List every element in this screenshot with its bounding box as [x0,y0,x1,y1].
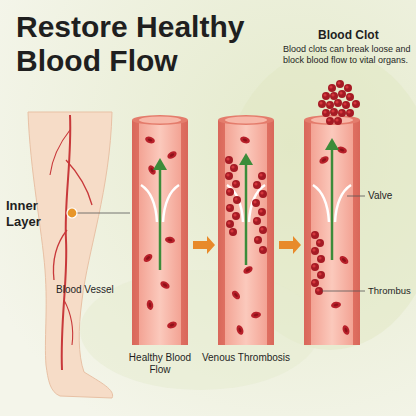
stage-label: Healthy Blood Flow [125,352,195,376]
part-label: Blood Vessel [56,284,128,296]
callout-body: Blood clots can break loose and block bl… [283,44,413,66]
part-label: Thrombus [368,285,414,296]
stage-label: Venous Thrombosis [196,352,296,364]
callout-heading: Blood Clot [318,28,414,42]
part-label: Valve [368,190,414,202]
part-label: Inner Layer [6,198,58,229]
title: Restore Healthy Blood Flow [16,10,271,77]
